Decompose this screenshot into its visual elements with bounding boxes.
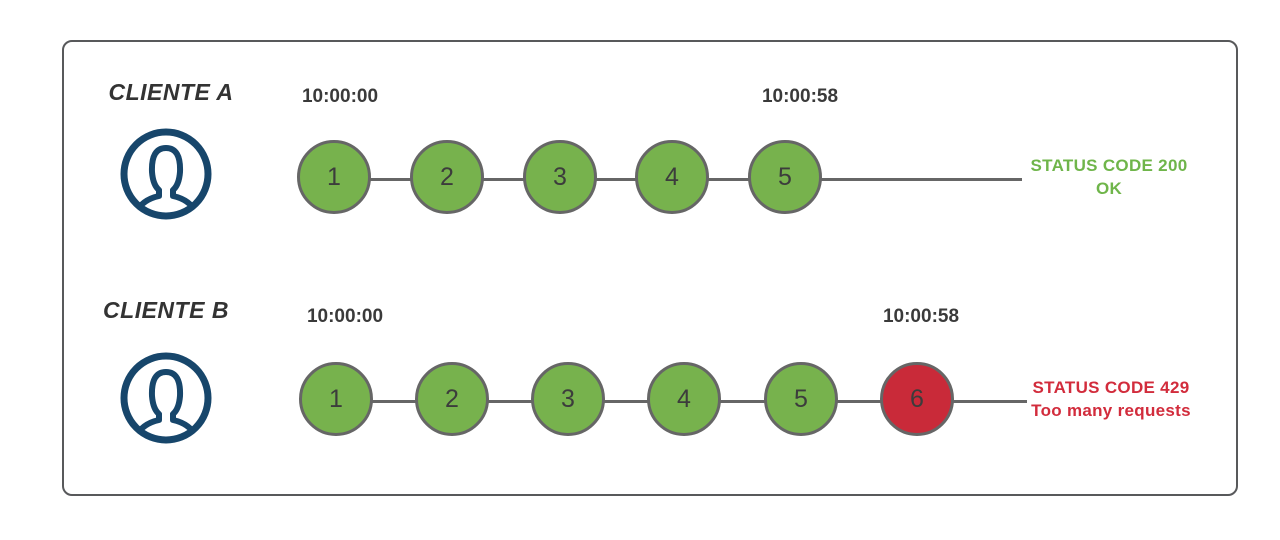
timestamp-b-start: 10:00:00 bbox=[306, 306, 384, 327]
request-circle-b3: 3 bbox=[531, 362, 605, 436]
user-icon bbox=[120, 352, 212, 444]
status-message-a: STATUS CODE 200 OK bbox=[1026, 154, 1192, 200]
outer-frame bbox=[62, 40, 1238, 496]
status-b-code-line: STATUS CODE 429 bbox=[1032, 378, 1190, 397]
request-circle-b5: 5 bbox=[764, 362, 838, 436]
request-circle-b1: 1 bbox=[299, 362, 373, 436]
request-circle-a5: 5 bbox=[748, 140, 822, 214]
user-icon bbox=[120, 128, 212, 220]
request-circle-a4: 4 bbox=[635, 140, 709, 214]
timestamp-b-end: 10:00:58 bbox=[882, 306, 960, 327]
request-circle-b2: 2 bbox=[415, 362, 489, 436]
status-a-text-line: OK bbox=[1095, 179, 1123, 198]
request-circle-b6-rejected: 6 bbox=[880, 362, 954, 436]
status-message-b: STATUS CODE 429 Too many requests bbox=[1026, 376, 1196, 422]
status-a-code-line: STATUS CODE 200 bbox=[1030, 156, 1188, 175]
client-b-label: CLIENTE B bbox=[103, 297, 229, 323]
request-circle-a3: 3 bbox=[523, 140, 597, 214]
client-a-label: CLIENTE A bbox=[108, 79, 234, 105]
timestamp-a-end: 10:00:58 bbox=[761, 86, 839, 107]
request-circle-a2: 2 bbox=[410, 140, 484, 214]
timestamp-a-start: 10:00:00 bbox=[301, 86, 379, 107]
request-circle-a1: 1 bbox=[297, 140, 371, 214]
status-b-text-line: Too many requests bbox=[1031, 401, 1191, 420]
request-circle-b4: 4 bbox=[647, 362, 721, 436]
